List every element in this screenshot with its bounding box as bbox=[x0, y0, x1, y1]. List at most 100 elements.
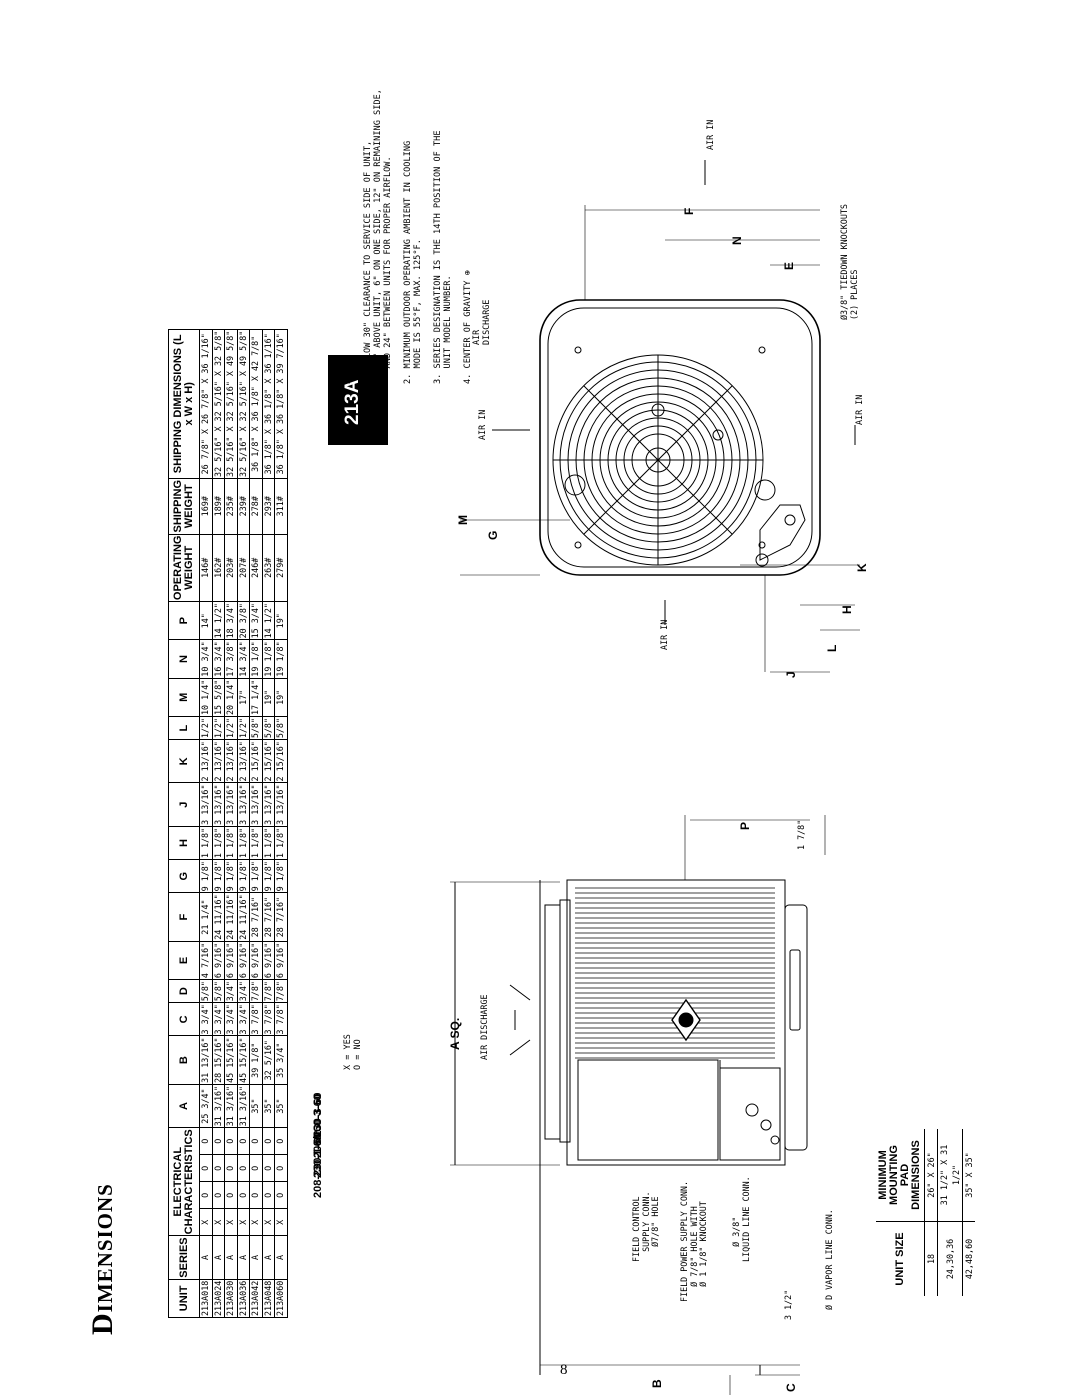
table-cell: O bbox=[237, 1127, 250, 1155]
dimensions-table: UNIT SERIES ELECTRICAL CHARACTERISTICS A… bbox=[168, 329, 288, 1318]
table-cell: 2 13/16" bbox=[224, 739, 237, 783]
table-cell: O bbox=[262, 1154, 275, 1182]
table-cell: O bbox=[212, 1181, 225, 1209]
table-cell: 311# bbox=[274, 478, 287, 535]
note-3: 3. SERIES DESIGNATION IS THE 14TH POSITI… bbox=[433, 130, 453, 384]
table-cell: 39 1/8" bbox=[249, 1036, 262, 1085]
table-cell: O bbox=[237, 1154, 250, 1182]
table-cell: 35" bbox=[262, 1084, 275, 1128]
table-cell: O bbox=[249, 1154, 262, 1182]
air-in-label-2: AIR IN bbox=[659, 619, 669, 650]
table-cell: 9 1/8" bbox=[199, 859, 212, 893]
table-cell: 20 3/8" bbox=[237, 601, 250, 640]
table-cell: 2 15/16" bbox=[262, 739, 275, 783]
table-cell: A bbox=[249, 1235, 262, 1280]
table-cell: X bbox=[274, 1208, 287, 1236]
c-offset-label: 3 1/2" bbox=[783, 1289, 793, 1320]
table-cell: 3 13/16" bbox=[237, 783, 250, 827]
table-cell: 31 3/16" bbox=[212, 1084, 225, 1128]
table-cell: X bbox=[199, 1208, 212, 1236]
legend-yes: X = YES bbox=[343, 1034, 353, 1070]
table-cell: 45 15/16" bbox=[224, 1036, 237, 1085]
header-p: P bbox=[168, 601, 200, 640]
dim-g-label: G bbox=[486, 530, 500, 540]
table-cell: 32 5/16" X 32 5/16" X 32 5/8" bbox=[212, 329, 225, 479]
pad-cell: 18 bbox=[924, 1221, 938, 1296]
table-cell: 45 15/16" bbox=[237, 1036, 250, 1085]
table-cell: 213A042 bbox=[249, 1279, 262, 1318]
table-cell: 4 7/16" bbox=[199, 941, 212, 980]
table-cell: X bbox=[262, 1208, 275, 1236]
table-cell: O bbox=[224, 1127, 237, 1155]
table-cell: 20 1/4" bbox=[224, 678, 237, 717]
table-cell: 24 11/16" bbox=[212, 892, 225, 942]
header-unit: UNIT bbox=[168, 1279, 200, 1318]
pad-cell: 31 1/2" X 31 1/2" bbox=[937, 1129, 963, 1222]
table-cell: 10 3/4" bbox=[199, 639, 212, 679]
table-cell: O bbox=[274, 1181, 287, 1209]
table-cell: 213A030 bbox=[224, 1279, 237, 1318]
table-cell: 1 1/8" bbox=[237, 826, 250, 860]
table-cell: 14" bbox=[199, 601, 212, 640]
table-cell: 7/8" bbox=[249, 979, 262, 1003]
table-cell: 6 9/16" bbox=[262, 941, 275, 980]
header-d: D bbox=[168, 979, 200, 1003]
table-cell: 24 11/16" bbox=[237, 892, 250, 942]
table-cell: 3 13/16" bbox=[262, 783, 275, 827]
table-cell: A bbox=[212, 1235, 225, 1280]
table-cell: 14 1/2" bbox=[212, 601, 225, 640]
table-cell: 3 3/4" bbox=[212, 1002, 225, 1036]
dim-m-label: M bbox=[456, 515, 470, 525]
table-cell: 213A060 bbox=[274, 1279, 287, 1318]
table-cell: O bbox=[274, 1154, 287, 1182]
table-cell: O bbox=[212, 1127, 225, 1155]
dim-j-label: J bbox=[784, 671, 798, 678]
table-cell: O bbox=[262, 1181, 275, 1209]
table-cell: 17 1/4" bbox=[249, 678, 262, 717]
table-cell: 3 7/8" bbox=[262, 1002, 275, 1036]
table-cell: 25 3/4" bbox=[199, 1084, 212, 1128]
top-view-drawing bbox=[539, 299, 821, 576]
table-cell: 35" bbox=[274, 1084, 287, 1128]
header-f: F bbox=[168, 892, 200, 942]
table-cell: 213A048 bbox=[262, 1279, 275, 1318]
air-discharge-top-label: AIR DISCHARGE bbox=[471, 299, 491, 345]
table-cell: 1 1/8" bbox=[262, 826, 275, 860]
table-cell: 1 1/8" bbox=[224, 826, 237, 860]
table-cell: O bbox=[224, 1154, 237, 1182]
center-of-gravity-icon: ⊕ bbox=[463, 270, 473, 276]
dim-n-label: N bbox=[730, 236, 744, 245]
table-cell: 2 13/16" bbox=[212, 739, 225, 783]
table-cell: 3 13/16" bbox=[274, 783, 287, 827]
table-cell: 5/8" bbox=[199, 979, 212, 1003]
table-cell: 36 1/8" X 36 1/8" X 42 7/8" bbox=[249, 329, 262, 479]
liquid-line-label: Ø 3/8" LIQUID LINE CONN. bbox=[731, 1176, 751, 1262]
table-cell: 6 9/16" bbox=[212, 941, 225, 980]
table-cell: 3 13/16" bbox=[249, 783, 262, 827]
table-cell: 3 13/16" bbox=[212, 783, 225, 827]
air-in-label-4: AIR IN bbox=[854, 394, 864, 425]
table-cell: 3 3/4" bbox=[237, 1002, 250, 1036]
header-h: H bbox=[168, 826, 200, 860]
table-cell: 246# bbox=[249, 534, 262, 602]
table-cell: O bbox=[199, 1127, 212, 1155]
table-cell: 19" bbox=[274, 601, 287, 640]
air-in-label-1: AIR IN bbox=[477, 409, 487, 440]
table-cell: 21 1/4" bbox=[199, 892, 212, 942]
table-cell: 9 1/8" bbox=[212, 859, 225, 893]
table-cell: X bbox=[249, 1208, 262, 1236]
table-cell: 3 3/4" bbox=[224, 1002, 237, 1036]
header-j: J bbox=[168, 783, 200, 827]
table-cell: 2 13/16" bbox=[237, 739, 250, 783]
table-cell: 35 3/4" bbox=[274, 1036, 287, 1085]
vapor-line-label: Ø D VAPOR LINE CONN. bbox=[824, 1209, 834, 1310]
table-cell: 5/8" bbox=[249, 716, 262, 740]
header-e: E bbox=[168, 941, 200, 980]
table-cell: 28 7/16" bbox=[262, 892, 275, 942]
page-number: 8 bbox=[560, 1362, 568, 1378]
